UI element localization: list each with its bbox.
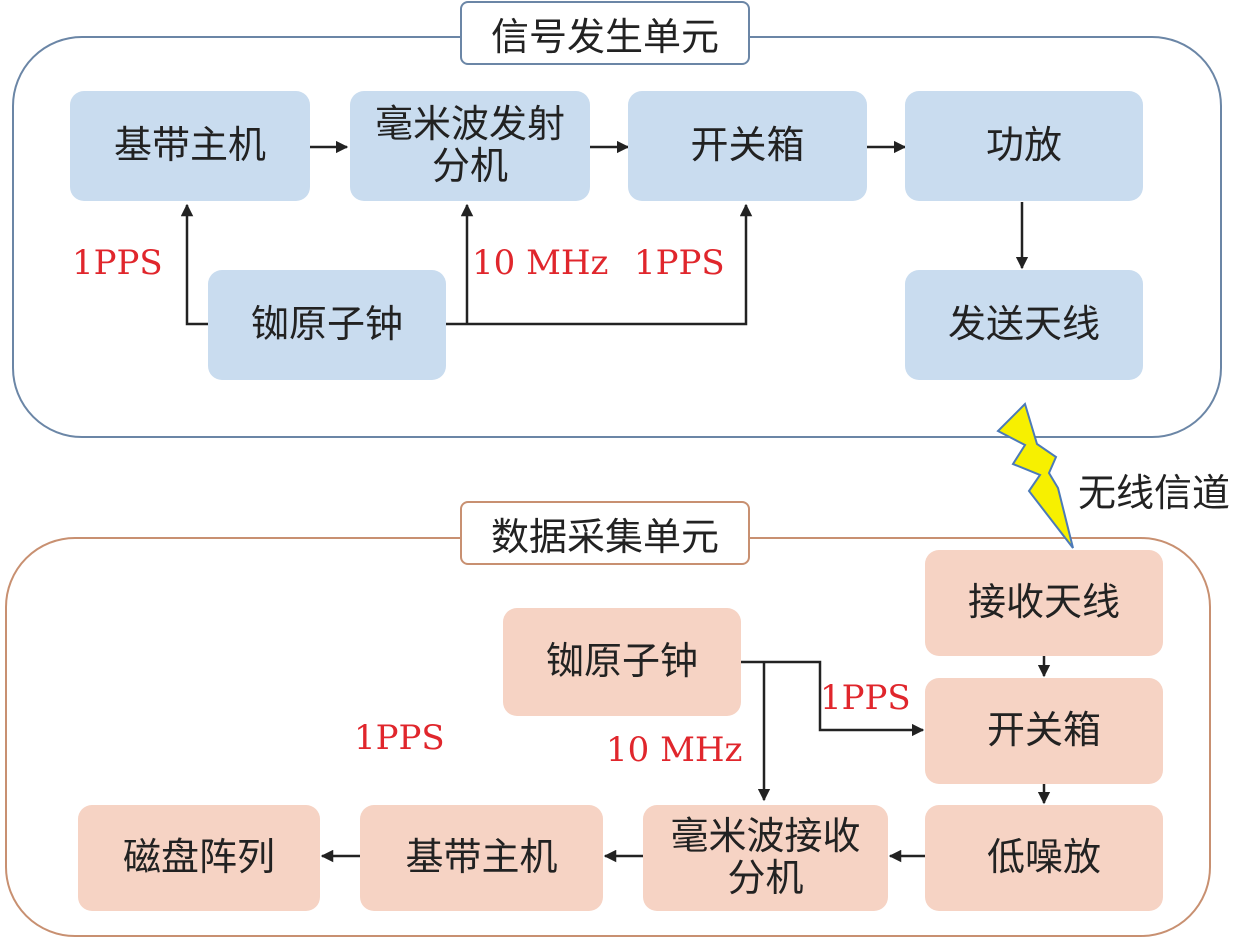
mmwave-transmitter-box: 毫米波发射 分机 xyxy=(350,91,590,201)
label-1pps-bottom-right: 1PPS xyxy=(820,678,911,718)
signal-unit-title: 信号发生单元 xyxy=(460,1,750,65)
line-clock-1pps-baseband xyxy=(180,203,208,326)
switch-box-top: 开关箱 xyxy=(628,91,867,201)
label-10mhz-top: 10 MHz xyxy=(472,243,609,283)
rubidium-clock-top-box: 铷原子钟 xyxy=(208,270,446,380)
baseband-host-bottom-box: 基带主机 xyxy=(360,805,603,911)
transmit-antenna-box: 发送天线 xyxy=(905,270,1143,380)
label-10mhz-bottom: 10 MHz xyxy=(606,730,743,770)
label-1pps-bottom-left: 1PPS xyxy=(354,718,445,758)
line-clock-1pps-switch-bottom xyxy=(741,660,925,737)
rubidium-clock-bottom-box: 铷原子钟 xyxy=(503,608,741,716)
power-amplifier-box: 功放 xyxy=(905,91,1143,201)
mmwave-receiver-box: 毫米波接收 分机 xyxy=(643,805,888,911)
line-clock-1pps-switch xyxy=(446,203,753,326)
lightning-icon xyxy=(996,402,1074,549)
disk-array-box: 磁盘阵列 xyxy=(78,805,320,911)
acquisition-unit-title: 数据采集单元 xyxy=(460,501,750,565)
switch-box-bottom: 开关箱 xyxy=(925,678,1163,784)
label-1pps-top-left: 1PPS xyxy=(72,243,163,283)
wireless-channel-label: 无线信道 xyxy=(1078,471,1231,515)
baseband-host-box: 基带主机 xyxy=(70,91,310,201)
receive-antenna-box: 接收天线 xyxy=(925,550,1163,656)
low-noise-amp-box: 低噪放 xyxy=(925,805,1163,911)
label-1pps-top-right: 1PPS xyxy=(634,243,725,283)
